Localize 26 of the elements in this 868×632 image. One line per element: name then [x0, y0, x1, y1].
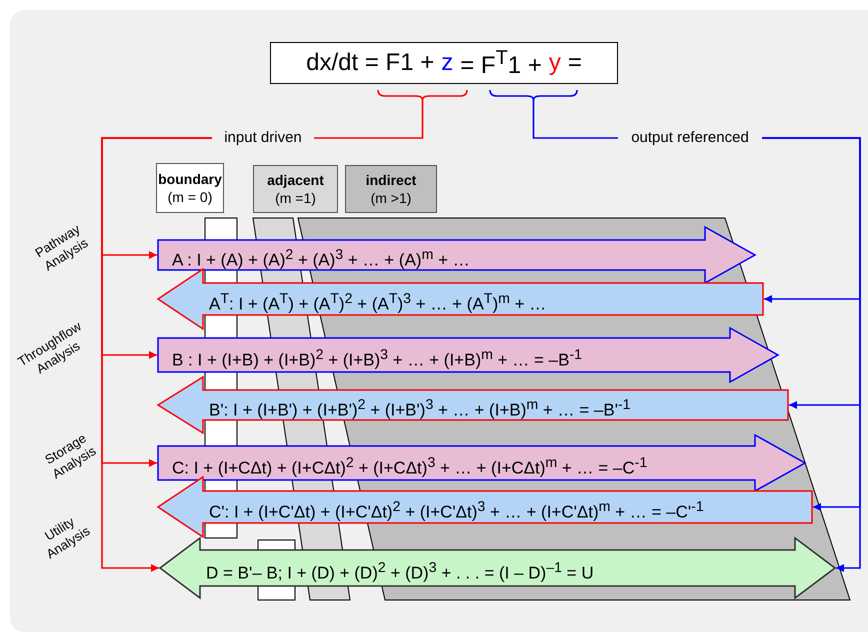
formula-text: C: I + (I+CΔt) + (I+CΔt)$^{2}$ + (I+CΔt)$^{3}$ + … + (I+CΔt)$^{m}$ + … = –C$^{-1}$	[172, 454, 648, 480]
header-note: (m >1)	[370, 189, 412, 207]
formula-text: A$^{T}$: I + (A$^{T}$) + (A$^{T}$)$^{2}$ + (A$^{T}$)$^{3}$ + … + (A$^{T}$)$^{m}$ + …	[209, 290, 546, 315]
formula-text: B': I + (I+B') + (I+B')$^{2}$ + (I+B')$^{3}$ + … + (I+B)$^{m}$ + … = –B'$^{-1}$	[209, 396, 631, 420]
header-note: (m =1)	[275, 189, 316, 207]
header-title: boundary	[158, 170, 222, 188]
header-title: indirect	[366, 171, 416, 189]
column-header	[253, 165, 338, 213]
equation-term: dx/dt = F1 +	[306, 49, 434, 77]
equation-term: y	[548, 49, 561, 77]
leader-line	[313, 89, 468, 139]
equation-term: z	[441, 49, 454, 77]
arrow	[101, 137, 212, 572]
formula-text: A : I + (A) + (A)$^{2}$ + (A)$^{3}$ + … + (A)$^{m}$ + …	[172, 246, 470, 270]
column-header	[156, 163, 224, 213]
header-note: (m = 0)	[168, 188, 212, 206]
formula-text: C': I + (I+C'Δt) + (I+C'Δt)$^{2}$ + (I+C'Δt)$^{3}$ + … + (I+C'Δt)$^{m}$ + … = –C'$^{-1}$	[209, 498, 704, 523]
formula-text: D = B'– B; I + (D) + (D)$^{2}$ + (D)$^{3}$ + . . . = (I – D)$^{–1}$ = U	[206, 559, 594, 585]
header-title: adjacent	[267, 171, 324, 189]
equation-term: = F$^{T}$1 +	[460, 46, 542, 80]
line-label: output referenced	[620, 129, 760, 146]
formula-text: B : I + (I+B) + (I+B)$^{2}$ + (I+B)$^{3}$ + … + (I+B)$^{m}$ + … = –B$^{-1}$	[172, 346, 582, 372]
line-label: input driven	[214, 129, 312, 146]
equation-term: =	[568, 49, 582, 77]
column-header	[345, 165, 437, 213]
equation-box	[270, 42, 618, 84]
